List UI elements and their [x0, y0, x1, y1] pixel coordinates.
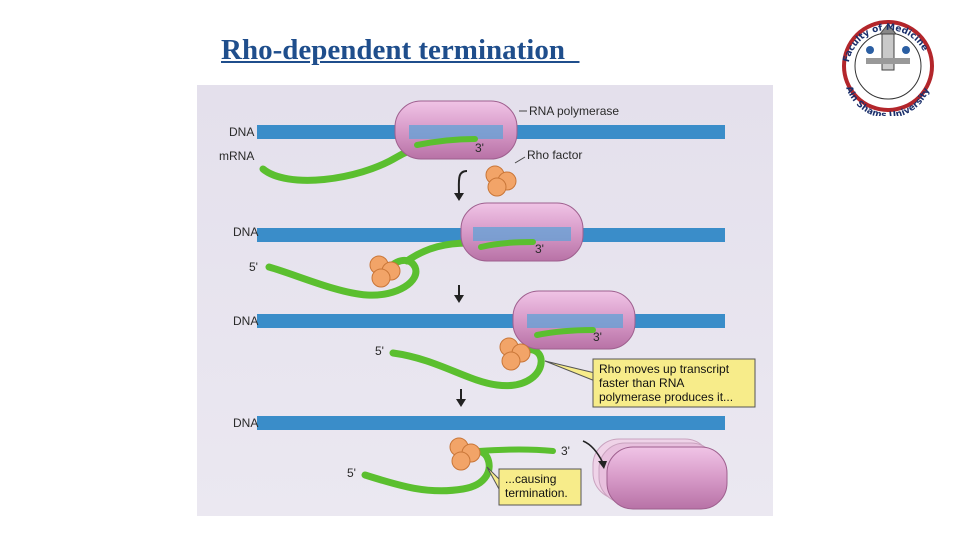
- rna-polymerase-released: [606, 446, 728, 510]
- callout-rho-moves-line-1: Rho moves up transcript: [599, 362, 730, 376]
- rna-polymerase-label: RNA polymerase: [529, 104, 619, 118]
- release-arrow: [598, 461, 607, 469]
- five-prime-label-4: 5': [347, 466, 356, 480]
- panel-3: DNA 5' 3' Rho moves up transcript faster…: [233, 290, 756, 408]
- dna-label-2: DNA: [233, 225, 258, 239]
- callout-causing-line-2: termination.: [505, 486, 568, 500]
- rho-factor-2: [369, 255, 401, 288]
- panel-2: DNA 5' 3': [233, 202, 725, 303]
- university-logo: Faculty of Medicine Ain Shams University: [836, 8, 936, 121]
- three-prime-label-3: 3': [593, 330, 602, 344]
- termination-diagram: DNA mRNA 3' RNA polymerase Rho factor: [197, 85, 773, 516]
- step-arrow-2: [454, 295, 464, 303]
- mrna-strand-3: [389, 346, 545, 390]
- dna-strand-3: [257, 314, 725, 328]
- three-prime-label-2: 3': [535, 242, 544, 256]
- rho-factor-4: [449, 437, 481, 471]
- dna-strand-4: [257, 416, 725, 430]
- rho-factor-label: Rho factor: [527, 148, 582, 162]
- callout-rho-moves-line-3: polymerase produces it...: [599, 390, 733, 404]
- panel-1: DNA mRNA 3' RNA polymerase Rho factor: [219, 100, 725, 201]
- callout-rho-moves: [592, 358, 756, 408]
- step-arrow-1: [454, 193, 464, 201]
- five-prime-label-3: 5': [375, 344, 384, 358]
- rho-factor-1: [485, 165, 517, 197]
- callout-rho-moves-line-2: faster than RNA: [599, 376, 684, 390]
- callout-causing-line-1: ...causing: [505, 472, 556, 486]
- mrna-label: mRNA: [219, 149, 254, 163]
- dna-label-1: DNA: [229, 125, 254, 139]
- three-prime-label-1: 3': [475, 141, 484, 155]
- panel-4: DNA 5' 3' ...causing termination.: [233, 416, 728, 510]
- step-arrow-3: [456, 399, 466, 407]
- dna-label-3: DNA: [233, 314, 258, 328]
- rho-factor-3: [499, 337, 531, 371]
- three-prime-label-4: 3': [561, 444, 570, 458]
- dna-label-4: DNA: [233, 416, 258, 430]
- five-prime-label-2: 5': [249, 260, 258, 274]
- callout-causing-termination: [498, 468, 582, 506]
- slide-title: Rho-dependent termination: [221, 34, 580, 66]
